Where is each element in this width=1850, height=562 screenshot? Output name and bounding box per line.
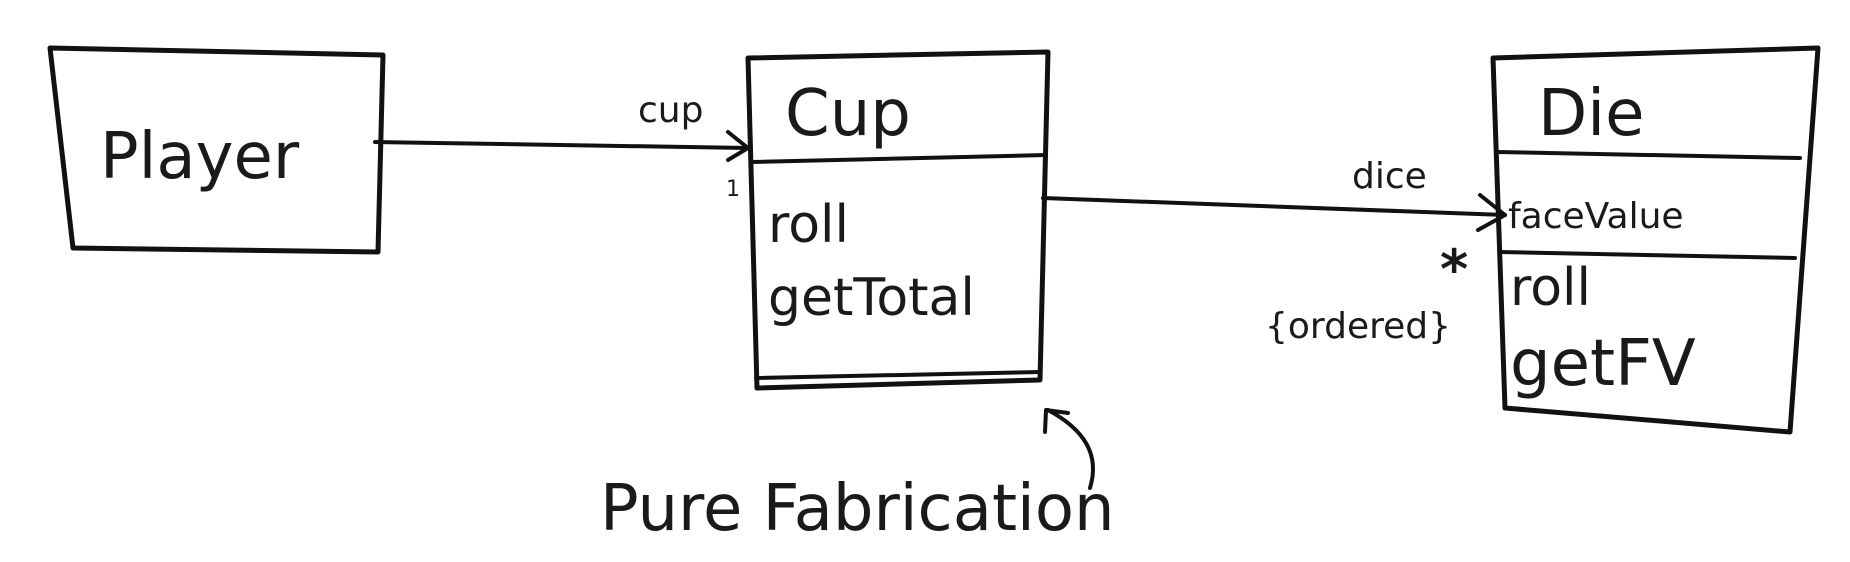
class-cup-name: Cup bbox=[785, 77, 911, 151]
annotation-arrowhead bbox=[1043, 408, 1070, 434]
class-player-name: Player bbox=[100, 120, 300, 194]
class-cup-divider-2 bbox=[754, 370, 1042, 380]
annotation-pure-fabrication: Pure Fabrication bbox=[600, 408, 1115, 546]
class-die-operation-roll: roll bbox=[1510, 258, 1591, 318]
class-player-box bbox=[47, 45, 386, 255]
constraint-ordered: {ordered} bbox=[1265, 306, 1451, 347]
class-die-divider-2 bbox=[1498, 250, 1797, 260]
multiplicity-dice: * bbox=[1440, 238, 1468, 301]
association-player-cup: cup 1 bbox=[373, 90, 750, 202]
class-player: Player bbox=[47, 45, 386, 255]
annotation-arrow bbox=[1046, 408, 1095, 490]
class-die: Die faceValue roll getFV bbox=[1490, 45, 1821, 435]
class-die-box bbox=[1490, 45, 1821, 435]
class-cup: Cup roll getTotal bbox=[745, 49, 1051, 391]
association-line-player-cup bbox=[373, 140, 750, 150]
role-name-dice: dice bbox=[1352, 156, 1427, 197]
multiplicity-cup: 1 bbox=[726, 177, 740, 202]
class-die-attribute-facevalue: faceValue bbox=[1508, 196, 1684, 237]
class-die-divider-1 bbox=[1495, 150, 1802, 160]
role-name-cup: cup bbox=[638, 90, 703, 131]
class-cup-divider-1 bbox=[750, 153, 1048, 164]
class-cup-box bbox=[745, 49, 1051, 391]
class-cup-operation-gettotal: getTotal bbox=[768, 268, 975, 328]
association-line-cup-die bbox=[1041, 196, 1507, 217]
class-die-operation-getfv: getFV bbox=[1510, 327, 1696, 401]
navigability-arrow-die bbox=[1476, 193, 1507, 232]
class-cup-operation-roll: roll bbox=[768, 195, 849, 255]
annotation-text: Pure Fabrication bbox=[600, 472, 1115, 546]
association-cup-die: dice * {ordered} bbox=[1041, 156, 1507, 347]
class-die-name: Die bbox=[1538, 77, 1644, 151]
